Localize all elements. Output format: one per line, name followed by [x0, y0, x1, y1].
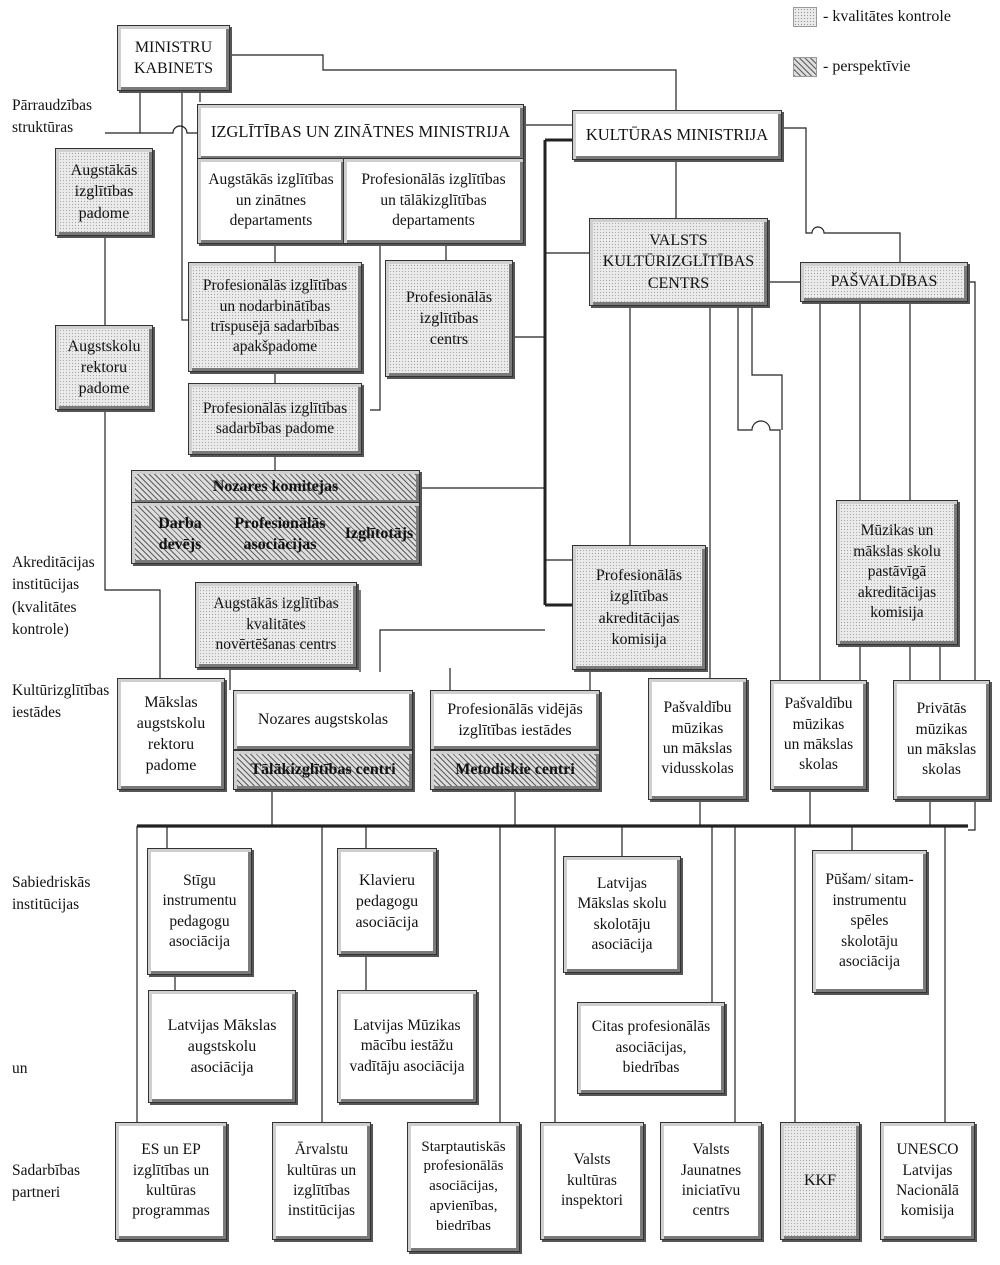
- box-coop-council: Profesionālās izglītības sadarbības pado…: [188, 383, 362, 455]
- box-other-associations: Citas profesionālās asociācijas, biedrīb…: [577, 1002, 725, 1094]
- legend-swatch-perspective-icon: [793, 57, 817, 77]
- box-private-music-schools: Privātās mūzikas un mākslas skolas: [893, 680, 990, 800]
- box-further-ed-centres: Tālākizglītības centri: [233, 750, 413, 790]
- box-prof-accreditation: Profesionālās izglītības akreditācijas k…: [572, 545, 706, 670]
- box-higher-council: Augstākās izglītības padome: [55, 148, 153, 236]
- cell-educator: Izglītotājs: [344, 525, 414, 543]
- box-kkf: KKF: [780, 1122, 860, 1240]
- box-music-accreditation: Mūzikas un mākslas skolu pastāvīgā akred…: [836, 500, 958, 645]
- box-muni-music-schools: Pašvaldību mūzikas un mākslas skolas: [770, 680, 867, 790]
- legend-quality-control: - kvalitātes kontrole: [793, 7, 951, 27]
- box-youth-centre: Valsts Jaunatnes iniciatīvu centrs: [660, 1122, 762, 1240]
- box-trilateral: Profesionālās izglītības un nodarbinātīb…: [188, 262, 362, 372]
- box-unesco: UNESCO Latvijas Nacionālā komisija: [880, 1122, 975, 1240]
- cell-employer: Darba devējs: [158, 514, 202, 553]
- cell-prof-associations: Profesionālās asociācijas: [234, 514, 326, 553]
- box-piano-teachers: Klavieru pedagogu asociācija: [337, 848, 437, 955]
- box-higher-quality-centre: Augstākās izglītības kvalitātes novērtēš…: [195, 582, 357, 668]
- box-string-teachers: Stīgu instrumentu pedagogu asociācija: [147, 848, 252, 975]
- box-wind-teachers: Pūšam/ sitam- instrumentu spēles skolotā…: [812, 850, 927, 993]
- box-km: KULTŪRAS MINISTRIJA: [572, 110, 782, 160]
- box-prof-centre: Profesionālās izglītības centrs: [385, 260, 513, 377]
- box-izm: IZGLĪTĪBAS UN ZINĀTNES MINISTRIJA: [197, 104, 524, 160]
- box-art-universities-assoc: Latvijas Mākslas augstskolu asociācija: [148, 990, 296, 1103]
- row-label-and: un: [12, 1060, 28, 1077]
- box-izm-dept-prof: Profesionālās izglītības un tālākizglītī…: [343, 158, 524, 244]
- legend-perspective: - perspektīvie: [793, 57, 911, 77]
- box-vkic: VALSTS KULTŪRIZGLĪTĪBAS CENTRS: [589, 218, 768, 306]
- box-eu-programmes: ES un EP izglītības un kultūras programm…: [115, 1122, 227, 1240]
- box-industry-universities: Nozares augstskolas: [233, 690, 413, 750]
- box-industry-committees: Nozares komitejas: [131, 470, 420, 504]
- box-foreign-institutions: Ārvalstu kultūras un izglītības institūc…: [272, 1122, 371, 1240]
- box-muni-music-secondary: Pašvaldību mūzikas un mākslas vidusskola…: [648, 678, 747, 800]
- row-label-oversight: Pārraudzības struktūras: [12, 97, 93, 137]
- box-pasvaldibas: PAŠVALDĪBAS: [800, 262, 968, 302]
- box-art-school-teachers: Latvijas Mākslas skolu skolotāju asociāc…: [563, 856, 681, 973]
- row-label-accreditation: Akreditācijas institūcijas (kvalitātes k…: [12, 554, 95, 639]
- box-culture-inspectors: Valsts kultūras inspektori: [540, 1122, 644, 1240]
- box-art-rectors: Mākslas augstskolu rektoru padome: [117, 678, 225, 790]
- row-label-public: Sabiedriskās institūcijas: [12, 874, 91, 914]
- box-prof-secondary: Profesionālās vidējās izglītības iestāde…: [430, 690, 600, 750]
- box-music-directors-assoc: Latvijas Mūzikas mācību iestāžu vadītāju…: [337, 990, 477, 1103]
- box-methodical-centres: Metodiskie centri: [430, 750, 600, 790]
- legend-swatch-quality-icon: [793, 7, 817, 27]
- box-international-assoc: Starptautiskās profesionālās asociācijas…: [407, 1122, 520, 1252]
- row-label-culture-institutions: Kultūrizglītības iestādes: [12, 682, 110, 722]
- row-label-partners: Sadarbības partneri: [12, 1162, 81, 1202]
- box-rectors-council: Augstskolu rektoru padome: [55, 325, 153, 410]
- box-izm-dept-higher: Augstākās izglītības un zinātnes departa…: [197, 158, 345, 244]
- box-ministru-kabinets: MINISTRU KABINETS: [117, 25, 230, 91]
- box-committee-members: Darba devējs Profesionālās asociācijas I…: [131, 502, 420, 564]
